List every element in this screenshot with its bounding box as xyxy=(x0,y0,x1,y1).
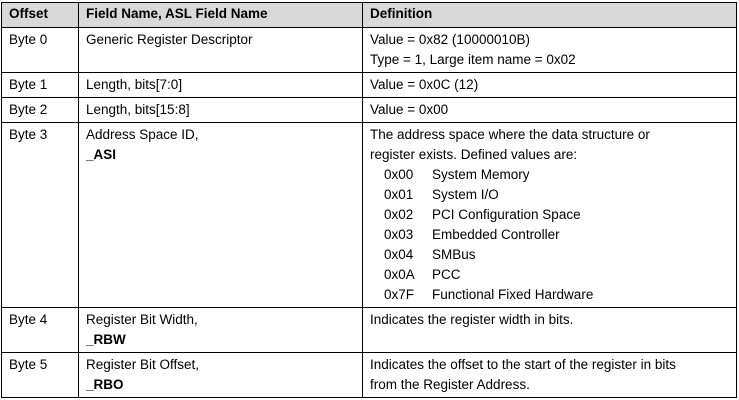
value-name: System I/O xyxy=(432,187,499,202)
offset-cell: Byte 0 xyxy=(1,27,79,73)
field-name-cell: Generic Register Descriptor xyxy=(78,27,363,73)
table-row: Byte 3 Address Space ID, _ASI The addres… xyxy=(1,122,737,308)
definition-cell: Value = 0x0C (12) xyxy=(362,72,737,98)
value-code: 0x01 xyxy=(384,187,414,202)
list-item: 0x02 PCI Configuration Space xyxy=(384,205,730,225)
field-name: Register Bit Offset, xyxy=(86,357,200,372)
definition-line: Value = 0x82 (10000010B) xyxy=(370,32,530,47)
asl-field-name: _ASI xyxy=(86,147,117,162)
value-code: 0x04 xyxy=(384,247,414,262)
header-offset: Offset xyxy=(1,2,79,28)
list-item: 0x01 System I/O xyxy=(384,185,730,205)
asl-field-name: _RBO xyxy=(86,377,124,392)
value-code: 0x0A xyxy=(384,267,415,282)
field-name-cell: Address Space ID, _ASI xyxy=(78,122,363,308)
value-name: Functional Fixed Hardware xyxy=(432,287,594,302)
value-code: 0x03 xyxy=(384,227,414,242)
offset-cell: Byte 2 xyxy=(1,97,79,123)
list-item: 0x7F Functional Fixed Hardware xyxy=(384,285,730,305)
value-name: System Memory xyxy=(432,167,530,182)
value-code: 0x7F xyxy=(384,287,415,302)
definition-line: The address space where the data structu… xyxy=(370,127,650,142)
definition-line: from the Register Address. xyxy=(370,377,530,392)
table-row: Byte 0 Generic Register Descriptor Value… xyxy=(1,27,737,73)
definition-cell: Value = 0x00 xyxy=(362,97,737,123)
value-name: PCC xyxy=(432,267,461,282)
value-name: SMBus xyxy=(432,247,476,262)
value-code: 0x02 xyxy=(384,207,414,222)
header-row: Offset Field Name, ASL Field Name Defini… xyxy=(1,2,737,28)
header-field-name: Field Name, ASL Field Name xyxy=(78,2,363,28)
value-code: 0x00 xyxy=(384,167,414,182)
list-item: 0x04 SMBus xyxy=(384,245,730,265)
table-row: Byte 5 Register Bit Offset, _RBO Indicat… xyxy=(1,352,737,398)
definition-cell: Indicates the register width in bits. xyxy=(362,307,737,353)
offset-cell: Byte 5 xyxy=(1,352,79,398)
definition-cell: Value = 0x82 (10000010B) Type = 1, Large… xyxy=(362,27,737,73)
value-name: Embedded Controller xyxy=(432,227,560,242)
definition-cell: Indicates the offset to the start of the… xyxy=(362,352,737,398)
definition-line: Indicates the offset to the start of the… xyxy=(370,357,676,372)
definition-line: register exists. Defined values are: xyxy=(370,147,578,162)
field-name-cell: Register Bit Width, _RBW xyxy=(78,307,363,353)
value-name: PCI Configuration Space xyxy=(432,207,581,222)
definition-line: Type = 1, Large item name = 0x02 xyxy=(370,52,576,67)
address-space-values-list: 0x00 System Memory 0x01 System I/O 0x02 PCI… xyxy=(370,165,730,305)
field-name: Address Space ID, xyxy=(86,127,199,142)
list-item: 0x00 System Memory xyxy=(384,165,730,185)
list-item: 0x0A PCC xyxy=(384,265,730,285)
list-item: 0x03 Embedded Controller xyxy=(384,225,730,245)
asl-field-name: _RBW xyxy=(86,332,126,347)
field-name: Register Bit Width, xyxy=(86,312,198,327)
definition-cell: The address space where the data structu… xyxy=(362,122,737,308)
offset-cell: Byte 3 xyxy=(1,122,79,308)
field-name-cell: Length, bits[15:8] xyxy=(78,97,363,123)
table-row: Byte 4 Register Bit Width, _RBW Indicate… xyxy=(1,307,737,353)
offset-cell: Byte 4 xyxy=(1,307,79,353)
offset-cell: Byte 1 xyxy=(1,72,79,98)
table-row: Byte 1 Length, bits[7:0] Value = 0x0C (1… xyxy=(1,72,737,98)
header-definition: Definition xyxy=(362,2,737,28)
field-name-cell: Length, bits[7:0] xyxy=(78,72,363,98)
table-row: Byte 2 Length, bits[15:8] Value = 0x00 xyxy=(1,97,737,123)
field-name-cell: Register Bit Offset, _RBO xyxy=(78,352,363,398)
